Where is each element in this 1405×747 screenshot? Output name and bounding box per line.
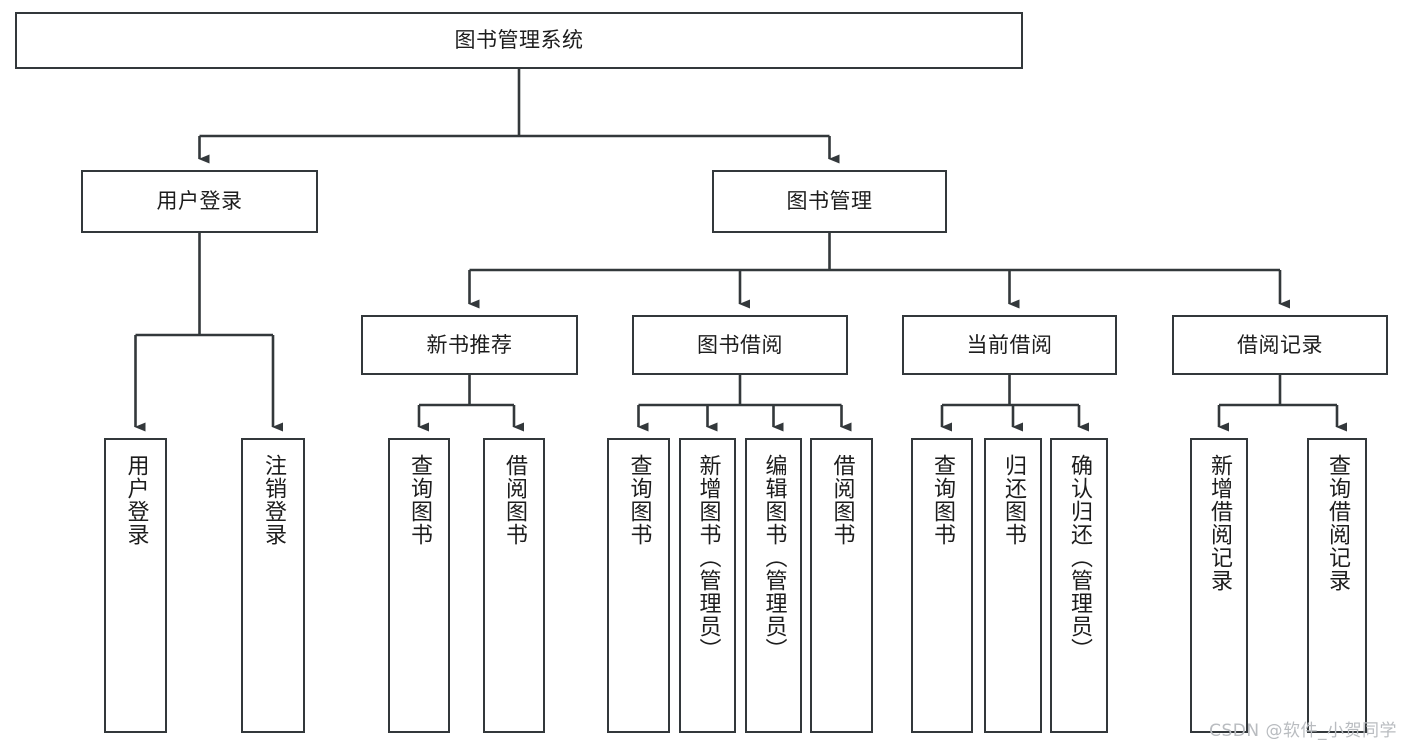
node-leaf-1-label: 注销登录: [260, 454, 286, 546]
node-leaf-7-label: 借阅图书: [829, 454, 855, 546]
node-level2-0[interactable]: 用户登录: [81, 170, 318, 233]
node-level3-2[interactable]: 当前借阅: [902, 315, 1117, 375]
node-level3-0[interactable]: 新书推荐: [361, 315, 578, 375]
node-level2-1-label: 图书管理: [786, 189, 873, 214]
node-leaf-8[interactable]: 查询图书: [911, 438, 973, 733]
node-leaf-3-label: 借阅图书: [501, 454, 527, 546]
node-leaf-7[interactable]: 借阅图书: [810, 438, 873, 733]
node-level3-1[interactable]: 图书借阅: [632, 315, 848, 375]
node-leaf-9[interactable]: 归还图书: [984, 438, 1042, 733]
node-root[interactable]: 图书管理系统: [15, 12, 1023, 69]
node-level2-0-label: 用户登录: [156, 189, 243, 214]
node-leaf-12-label: 查询借阅记录: [1324, 454, 1350, 592]
node-leaf-11[interactable]: 新增借阅记录: [1190, 438, 1248, 733]
node-leaf-5-label: 新增图书（管理员）: [695, 454, 721, 661]
node-leaf-0[interactable]: 用户登录: [104, 438, 167, 733]
node-leaf-2[interactable]: 查询图书: [388, 438, 450, 733]
node-root-label: 图书管理系统: [454, 28, 584, 53]
node-leaf-3[interactable]: 借阅图书: [483, 438, 545, 733]
node-leaf-11-label: 新增借阅记录: [1206, 454, 1232, 592]
node-leaf-8-label: 查询图书: [929, 454, 955, 546]
node-level3-1-label: 图书借阅: [697, 332, 783, 357]
node-leaf-4[interactable]: 查询图书: [607, 438, 670, 733]
node-leaf-0-label: 用户登录: [123, 454, 149, 546]
node-leaf-6[interactable]: 编辑图书（管理员）: [745, 438, 802, 733]
node-leaf-10[interactable]: 确认归还（管理员）: [1050, 438, 1108, 733]
node-leaf-6-label: 编辑图书（管理员）: [761, 454, 787, 661]
node-leaf-5[interactable]: 新增图书（管理员）: [679, 438, 736, 733]
node-leaf-10-label: 确认归还（管理员）: [1066, 454, 1092, 661]
node-level3-3[interactable]: 借阅记录: [1172, 315, 1388, 375]
csdn-watermark: CSDN @软件_小贺同学: [1209, 721, 1397, 741]
node-level3-2-label: 当前借阅: [966, 332, 1053, 357]
node-leaf-12[interactable]: 查询借阅记录: [1307, 438, 1367, 733]
node-leaf-4-label: 查询图书: [626, 454, 652, 546]
node-leaf-9-label: 归还图书: [1000, 454, 1026, 546]
node-level3-3-label: 借阅记录: [1237, 332, 1323, 357]
node-level2-1[interactable]: 图书管理: [712, 170, 947, 233]
node-leaf-2-label: 查询图书: [406, 454, 432, 546]
node-leaf-1[interactable]: 注销登录: [241, 438, 305, 733]
node-level3-0-label: 新书推荐: [426, 332, 513, 357]
